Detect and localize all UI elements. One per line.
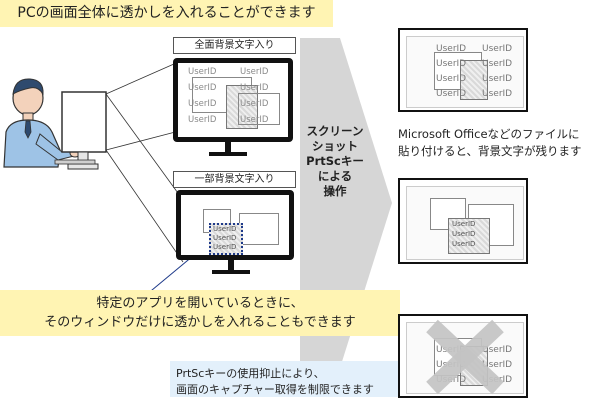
watermark-text: UserID: [240, 83, 269, 93]
note-office: Microsoft Officeなどのファイルに 貼り付けると、背景文字が残りま…: [398, 127, 582, 158]
watermark-text: UserID: [213, 243, 237, 251]
watermark-text: UserID: [240, 99, 269, 109]
watermark-text: UserID: [188, 99, 217, 109]
watermark-text: UserID: [188, 83, 217, 93]
watermark-text: UserID: [436, 89, 467, 99]
monitor-full-watermark: UserID UserID UserID UserID UserID UserI…: [173, 58, 293, 142]
watermark-text: UserID: [436, 44, 467, 54]
watermark-text: UserID: [482, 74, 513, 84]
window: [238, 93, 280, 125]
watermark-text: UserID: [482, 59, 513, 69]
watermark-text: UserID: [213, 234, 237, 242]
watermark-text: UserID: [436, 59, 467, 69]
watermark-text: UserID: [240, 67, 269, 77]
monitor-partial-watermark: UserID UserID UserID: [176, 190, 294, 260]
monitor-stand: [225, 142, 231, 152]
window-hatched: UserID UserID UserID: [448, 218, 490, 254]
cross-icon: [426, 319, 504, 395]
watermark-text: UserID: [452, 230, 476, 238]
arrow-label: スクリーン ショット PrtScキー による 操作: [306, 124, 364, 198]
watermark-text: UserID: [213, 225, 237, 233]
watermark-text: UserID: [188, 115, 217, 125]
watermark-text: UserID: [452, 220, 476, 228]
watermark-text: UserID: [482, 360, 513, 370]
monitor-stand: [228, 260, 234, 270]
screenshot-blocked: UserID UserID UserID UserID UserID UserI…: [398, 314, 528, 398]
monitor-base: [212, 270, 250, 274]
monitor-label-full: 全面背景文字入り: [173, 37, 296, 54]
note-prtsc-restriction: PrtScキーの使用抑止により、 画面のキャプチャー取得を制限できます: [170, 361, 398, 397]
watermark-text: UserID: [240, 115, 269, 125]
screenshot-full: UserID UserID UserID UserID UserID UserI…: [398, 28, 528, 112]
window: [239, 213, 279, 245]
top-banner: PCの画面全体に透かしを入れることができます: [0, 0, 333, 27]
highlighted-window: UserID UserID UserID: [209, 223, 243, 255]
watermark-text: UserID: [188, 67, 217, 77]
watermark-text: UserID: [452, 240, 476, 248]
monitor-base: [209, 152, 247, 156]
window-hatched: [460, 60, 488, 100]
watermark-text: UserID: [482, 44, 513, 54]
person-at-pc-icon: [3, 78, 107, 170]
monitor-label-partial: 一部背景文字入り: [173, 171, 296, 188]
watermark-text: UserID: [482, 345, 513, 355]
watermark-text: UserID: [482, 89, 513, 99]
bottom-banner: 特定のアプリを開いているときに、 そのウィンドウだけに透かしを入れることもできま…: [0, 290, 400, 336]
watermark-text: UserID: [436, 74, 467, 84]
screenshot-partial: UserID UserID UserID: [398, 178, 528, 264]
window-hatched: [226, 85, 258, 129]
right-arrow-shape: [300, 38, 392, 368]
